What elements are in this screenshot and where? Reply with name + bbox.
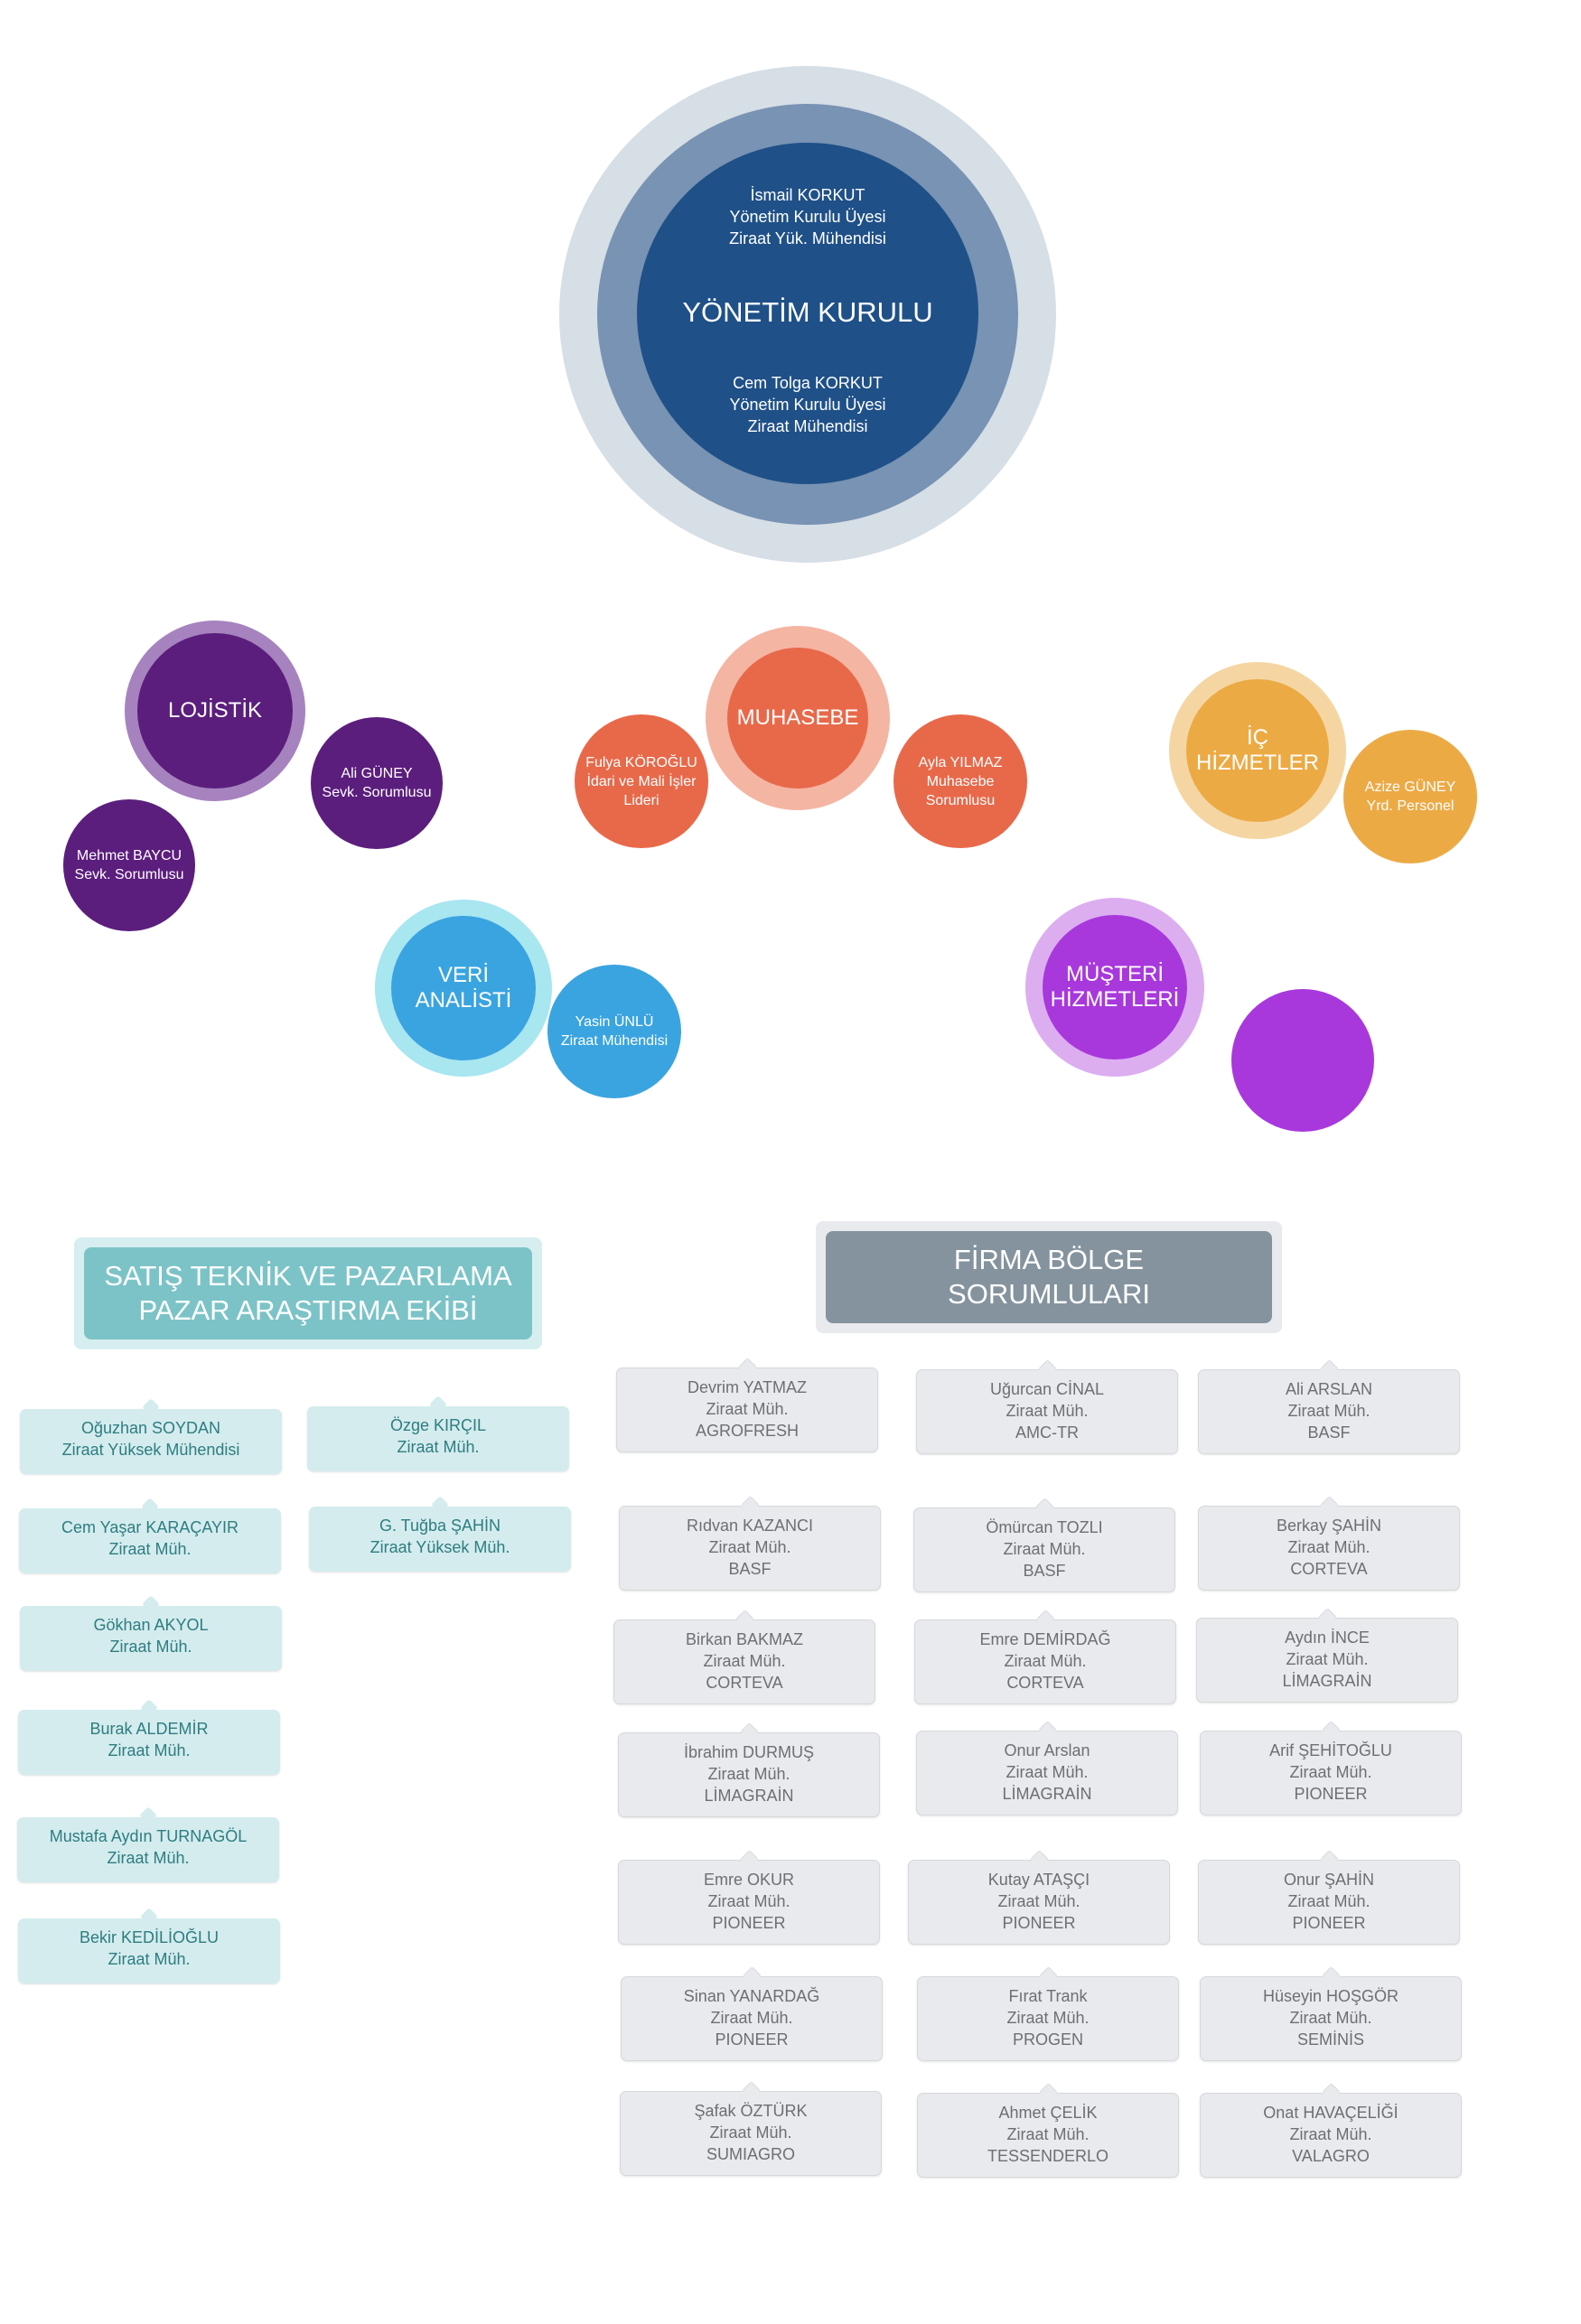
sales-card: G. Tuğba ŞAHİN Ziraat Yüksek Müh. bbox=[309, 1507, 571, 1572]
ic-hizmetler-title: İÇ HİZMETLER bbox=[1195, 725, 1319, 775]
regional-card: Rıdvan KAZANCI Ziraat Müh. BASF bbox=[619, 1506, 881, 1591]
regional-card: Berkay ŞAHİN Ziraat Müh. CORTEVA bbox=[1198, 1506, 1460, 1591]
regional-card: Arif ŞEHİTOĞLU Ziraat Müh. PIONEER bbox=[1200, 1731, 1462, 1815]
sales-card: Oğuzhan SOYDAN Ziraat Yüksek Mühendisi bbox=[20, 1409, 282, 1474]
regional-card: Birkan BAKMAZ Ziraat Müh. CORTEVA bbox=[613, 1619, 875, 1704]
board-member-1: İsmail KORKUT Yönetim Kurulu Üyesi Ziraa… bbox=[729, 186, 886, 247]
regional-card: Emre DEMİRDAĞ Ziraat Müh. CORTEVA bbox=[914, 1619, 1176, 1704]
regional-card: Emre OKUR Ziraat Müh. PIONEER bbox=[618, 1860, 880, 1945]
sales-card: Cem Yaşar KARAÇAYIR Ziraat Müh. bbox=[19, 1508, 281, 1573]
regional-card: Ali ARSLAN Ziraat Müh. BASF bbox=[1198, 1369, 1460, 1454]
ic-hizmetler-staff-azize: Azize GÜNEY Yrd. Personel bbox=[1343, 730, 1477, 863]
board-title: YÖNETİM KURULU bbox=[682, 296, 933, 328]
muhasebe-staff-fulya: Fulya KÖROĞLU İdari ve Mali İşler Lideri bbox=[575, 714, 708, 848]
musteri-hizmetleri-circle: MÜŞTERİ HİZMETLERİ bbox=[1043, 915, 1187, 1059]
lojistik-staff-mehmet: Mehmet BAYCU Sevk. Sorumlusu bbox=[63, 799, 195, 931]
sales-card: Özge KIRÇIL Ziraat Müh. bbox=[307, 1406, 569, 1471]
regional-card: Sinan YANARDAĞ Ziraat Müh. PIONEER bbox=[621, 1976, 883, 2061]
regional-header: FİRMA BÖLGE SORUMLULARI bbox=[826, 1231, 1272, 1323]
sales-card: Gökhan AKYOL Ziraat Müh. bbox=[20, 1606, 282, 1671]
regional-card: Fırat Trank Ziraat Müh. PROGEN bbox=[917, 1976, 1179, 2061]
sales-team-header: SATIŞ TEKNİK VE PAZARLAMA PAZAR ARAŞTIRM… bbox=[84, 1247, 532, 1339]
board-circle: İsmail KORKUT Yönetim Kurulu Üyesi Ziraa… bbox=[637, 143, 978, 484]
muhasebe-staff-ayla: Ayla YILMAZ Muhasebe Sorumlusu bbox=[893, 714, 1027, 848]
regional-card: Onur Arslan Ziraat Müh. LİMAGRAİN bbox=[916, 1731, 1178, 1815]
board-member-2: Cem Tolga KORKUT Yönetim Kurulu Üyesi Zi… bbox=[729, 374, 886, 435]
regional-card: Kutay ATAŞÇI Ziraat Müh. PIONEER bbox=[908, 1860, 1170, 1945]
muhasebe-circle: MUHASEBE bbox=[727, 648, 868, 789]
lojistik-title: LOJİSTİK bbox=[167, 698, 263, 723]
lojistik-circle: LOJİSTİK bbox=[137, 633, 293, 789]
regional-card: Ömürcan TOZLI Ziraat Müh. BASF bbox=[913, 1507, 1175, 1592]
regional-card: Hüseyin HOŞGÖR Ziraat Müh. SEMİNİS bbox=[1200, 1976, 1462, 2061]
regional-card: Uğurcan CİNAL Ziraat Müh. AMC-TR bbox=[916, 1369, 1178, 1454]
veri-analisti-circle: VERİ ANALİSTİ bbox=[391, 916, 536, 1060]
regional-card: Devrim YATMAZ Ziraat Müh. AGROFRESH bbox=[616, 1367, 878, 1452]
sales-card: Burak ALDEMİR Ziraat Müh. bbox=[18, 1710, 280, 1775]
musteri-hizmetleri-staff bbox=[1231, 989, 1374, 1132]
ic-hizmetler-circle: İÇ HİZMETLER bbox=[1186, 679, 1329, 822]
sales-card: Mustafa Aydın TURNAGÖL Ziraat Müh. bbox=[17, 1817, 279, 1882]
lojistik-staff-ali: Ali GÜNEY Sevk. Sorumlusu bbox=[311, 717, 443, 849]
regional-card: Onur ŞAHİN Ziraat Müh. PIONEER bbox=[1198, 1860, 1460, 1945]
sales-card: Bekir KEDİLİOĞLU Ziraat Müh. bbox=[18, 1918, 280, 1983]
regional-card: Aydın İNCE Ziraat Müh. LİMAGRAİN bbox=[1196, 1618, 1458, 1703]
regional-card: Şafak ÖZTÜRK Ziraat Müh. SUMIAGRO bbox=[620, 2091, 882, 2176]
regional-card: İbrahim DURMUŞ Ziraat Müh. LİMAGRAİN bbox=[618, 1732, 880, 1817]
regional-card: Ahmet ÇELİK Ziraat Müh. TESSENDERLO bbox=[917, 2093, 1179, 2178]
veri-analisti-staff-yasin: Yasin ÜNLÜ Ziraat Mühendisi bbox=[547, 965, 681, 1098]
regional-card: Onat HAVAÇELİĞİ Ziraat Müh. VALAGRO bbox=[1200, 2093, 1462, 2178]
muhasebe-title: MUHASEBE bbox=[736, 705, 859, 730]
